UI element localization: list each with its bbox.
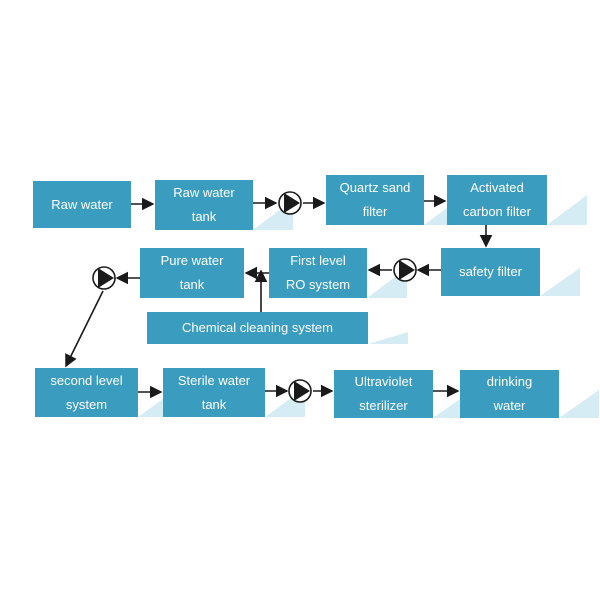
node-ultraviolet-sterilizer: Ultraviolet sterilizer bbox=[334, 370, 433, 418]
node-label: Sterile water bbox=[177, 372, 251, 388]
node-raw-water-tank: Raw water tank bbox=[155, 180, 253, 230]
node-label: filter bbox=[362, 204, 388, 219]
pump-icon bbox=[288, 379, 312, 403]
node-pure-water-tank: Pure water tank bbox=[140, 248, 244, 298]
node-label: tank bbox=[179, 277, 205, 292]
node-label: Raw water bbox=[173, 185, 235, 200]
box-shadow bbox=[540, 268, 580, 296]
node-chemical-cleaning-system: Chemical cleaning system bbox=[147, 312, 368, 344]
node-label: Ultraviolet bbox=[354, 374, 413, 389]
node-quartz-sand-filter: Quartz sand filter bbox=[326, 175, 424, 225]
node-label: second level bbox=[50, 372, 123, 388]
node-label: water bbox=[493, 398, 526, 413]
box-shadow bbox=[547, 195, 587, 225]
box-shadow bbox=[559, 390, 599, 418]
node-label: Chemical cleaning system bbox=[181, 320, 333, 335]
node-label: RO system bbox=[285, 277, 351, 292]
node-label: sterilizer bbox=[359, 398, 408, 413]
node-label: Quartz sand bbox=[339, 180, 411, 195]
pump-icon bbox=[92, 266, 116, 290]
node-raw-water: Raw water bbox=[33, 181, 131, 228]
node-label: Pure water bbox=[160, 253, 224, 268]
node-first-level-ro: First level RO system bbox=[269, 248, 367, 298]
box-shadow bbox=[368, 332, 408, 344]
node-label: drinking bbox=[486, 374, 533, 389]
node-drinking-water: drinking water bbox=[460, 370, 559, 418]
node-activated-carbon-filter: Activated carbon filter bbox=[447, 175, 547, 225]
pump-icon bbox=[278, 191, 302, 215]
node-sterile-water-tank: Sterile water tank bbox=[163, 368, 265, 417]
node-label: Activated bbox=[470, 180, 524, 195]
node-label: safety filter bbox=[459, 264, 522, 279]
node-label: Raw water bbox=[51, 196, 113, 212]
node-label: system bbox=[65, 396, 108, 412]
node-label: tank bbox=[201, 396, 227, 412]
flow-arrow bbox=[65, 290, 104, 368]
node-label: First level bbox=[290, 253, 346, 268]
node-label: carbon filter bbox=[463, 204, 531, 219]
pump-icon bbox=[393, 258, 417, 282]
node-second-level-system: second level system bbox=[35, 368, 138, 417]
node-safety-filter: safety filter bbox=[441, 248, 540, 296]
node-label: tank bbox=[191, 209, 217, 224]
